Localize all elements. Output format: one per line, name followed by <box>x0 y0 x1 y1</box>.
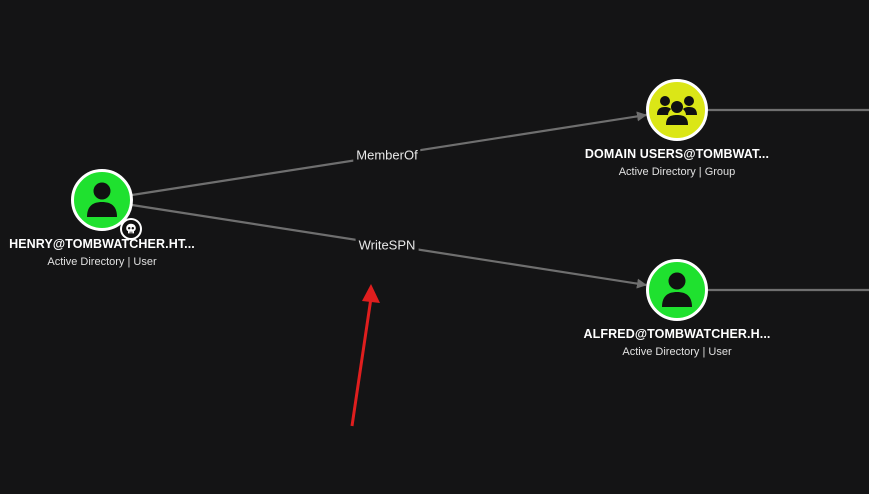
user-icon <box>662 272 692 307</box>
edge-label-memberof[interactable]: MemberOf <box>353 146 421 164</box>
node-alfred-name: ALFRED@TOMBWATCHER.H... <box>583 327 771 341</box>
node-henry[interactable] <box>71 169 142 240</box>
node-domain-users-name: DOMAIN USERS@TOMBWAT... <box>584 147 770 161</box>
edge-label-writespn[interactable]: WriteSPN <box>355 236 419 254</box>
skull-icon <box>126 223 136 234</box>
group-icon <box>657 96 697 125</box>
annotation-red-arrow <box>350 284 380 427</box>
node-alfred-type: Active Directory | User <box>622 346 732 358</box>
node-domain-users-type: Active Directory | Group <box>618 166 736 178</box>
node-alfred[interactable] <box>646 259 708 321</box>
user-icon <box>87 182 117 217</box>
node-domain-users[interactable] <box>646 79 708 141</box>
node-domain-users-circle[interactable] <box>646 79 708 141</box>
node-alfred-circle[interactable] <box>646 259 708 321</box>
node-henry-name: HENRY@TOMBWATCHER.HT... <box>9 237 195 251</box>
node-henry-type: Active Directory | User <box>47 256 157 268</box>
node-henry-badge <box>120 218 142 240</box>
